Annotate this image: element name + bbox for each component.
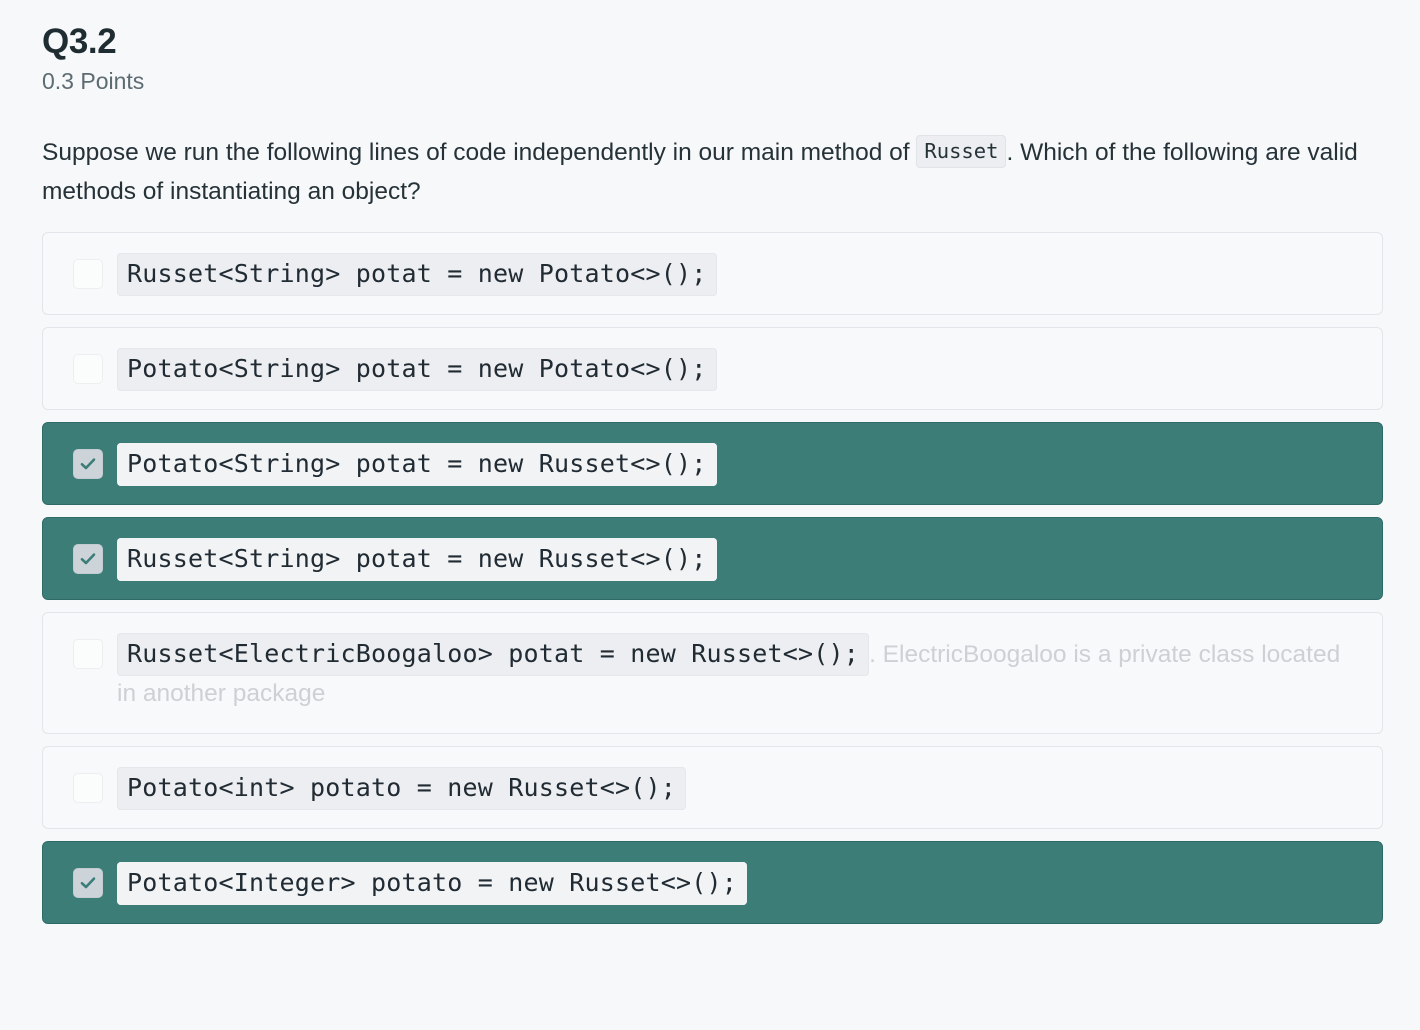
answer-option-row[interactable]: Potato<String> potat = new Potato<>();	[42, 327, 1383, 411]
checkbox-checked-icon[interactable]	[73, 868, 103, 899]
answer-option-row[interactable]: Potato<String> potat = new Russet<>();	[42, 422, 1383, 505]
answer-option-row[interactable]: Potato<Integer> potato = new Russet<>();	[42, 841, 1383, 925]
answer-option-row[interactable]: Potato<int> potato = new Russet<>();	[42, 746, 1383, 830]
checkbox-checked-icon[interactable]	[73, 449, 103, 480]
answer-option-row[interactable]: Russet<String> potat = new Russet<>();	[42, 516, 1383, 600]
answer-options-list: Russet<String> potat = new Potato<>(); Po…	[42, 232, 1383, 925]
question-prompt: Suppose we run the following lines of co…	[42, 134, 1384, 211]
answer-option-body: Potato<String> potat = new Russet<>();	[117, 443, 1364, 487]
question-points: 0.3 Points	[42, 68, 145, 95]
answer-option-code: Potato<int> potato = new Russet<>();	[117, 767, 687, 811]
answer-option-code: Potato<String> potat = new Russet<>();	[117, 443, 717, 487]
page-title: Q3.2	[42, 22, 117, 61]
checkbox-empty-icon[interactable]	[73, 638, 103, 669]
question-prompt-text-part2: . Which of the following are valid metho…	[42, 138, 1358, 205]
answer-option-code: Potato<String> potat = new Potato<>();	[117, 348, 717, 392]
answer-option-body: Russet<String> potat = new Russet<>();	[117, 537, 1364, 581]
checkbox-empty-icon[interactable]	[73, 354, 103, 385]
checkbox-empty-icon[interactable]	[73, 259, 103, 290]
answer-option-body: Russet<ElectricBoogaloo> potat = new Rus…	[117, 632, 1364, 713]
answer-option-body: Potato<String> potat = new Potato<>();	[117, 348, 1364, 392]
answer-option-code: Potato<Integer> potato = new Russet<>();	[117, 862, 748, 906]
checkbox-empty-icon[interactable]	[73, 773, 103, 804]
answer-option-code: Russet<ElectricBoogaloo> potat = new Rus…	[117, 632, 870, 676]
answer-option-body: Potato<Integer> potato = new Russet<>();	[117, 862, 1364, 906]
answer-option-body: Russet<String> potat = new Potato<>();	[117, 253, 1364, 297]
answer-option-code: Russet<String> potat = new Potato<>();	[117, 253, 717, 297]
answer-option-row[interactable]: Russet<ElectricBoogaloo> potat = new Rus…	[42, 611, 1383, 735]
answer-option-row[interactable]: Russet<String> potat = new Potato<>();	[42, 232, 1383, 316]
answer-option-note: . ElectricBoogaloo is a private class lo…	[117, 640, 1341, 707]
answer-option-body: Potato<int> potato = new Russet<>();	[117, 767, 1364, 811]
question-prompt-text-part1: Suppose we run the following lines of co…	[42, 138, 910, 166]
checkbox-checked-icon[interactable]	[73, 543, 103, 574]
answer-option-code: Russet<String> potat = new Russet<>();	[117, 537, 717, 581]
inline-code-russet: Russet	[916, 134, 1007, 168]
